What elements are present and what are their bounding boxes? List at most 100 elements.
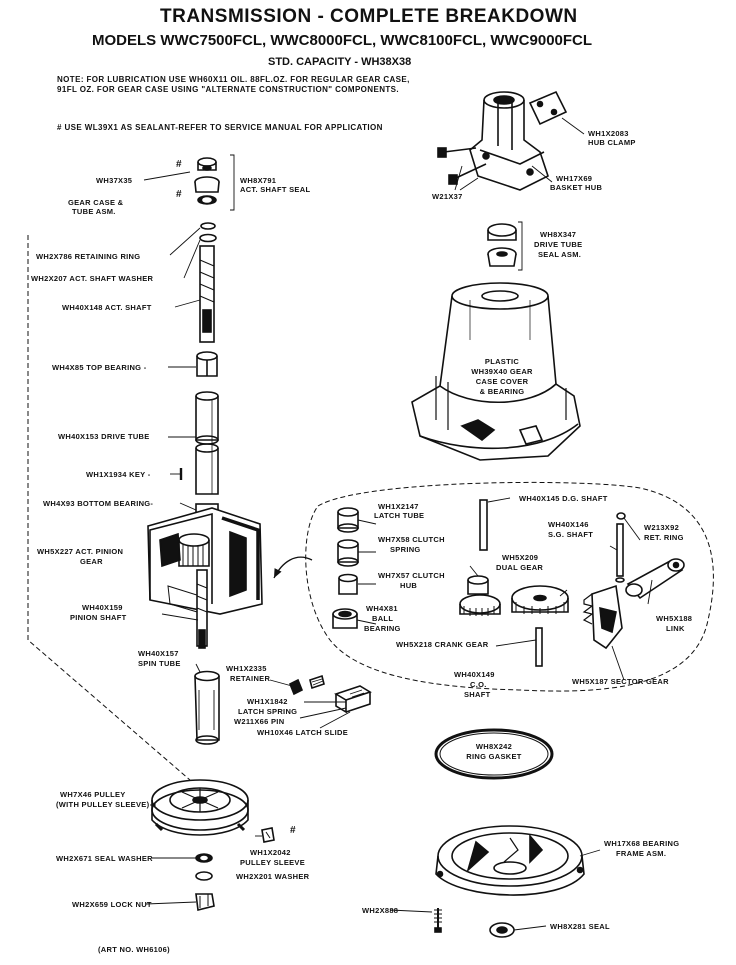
gear-case-cover-part — [411, 282, 581, 461]
ring-gasket-part — [434, 728, 554, 780]
seal-washer-part — [195, 853, 213, 863]
section-divider-left — [27, 235, 191, 781]
label-bearing-frame-num: WH17X68 BEARING — [604, 839, 680, 848]
basket-hub-part — [469, 91, 553, 191]
label-wh37x35: WH37X35 — [96, 176, 133, 185]
label-retainer-num: WH1X2335 — [226, 664, 267, 673]
label-pin: W211X66 PIN — [234, 717, 285, 726]
act-shaft-part — [199, 245, 215, 343]
label-wh8x791: WH8X791 — [240, 176, 277, 185]
label-act-pinion: WH5X227 ACT. PINION — [37, 547, 124, 556]
screws-part — [437, 147, 487, 191]
retainer-part — [288, 674, 325, 696]
label-clutch-spring-num: WH7X58 CLUTCH — [378, 535, 445, 544]
detail-arrow — [273, 556, 313, 579]
label-bearing-frame: FRAME ASM. — [616, 849, 667, 858]
label-act-shaft-seal: ACT. SHAFT SEAL — [240, 185, 311, 194]
act-shaft-seal-part — [194, 154, 235, 211]
label-sg-shaft-num: WH40X146 — [548, 520, 589, 529]
label-ball: BALL — [372, 614, 394, 623]
label-seal-281: WH8X281 SEAL — [550, 922, 610, 931]
label-plastic: PLASTIC — [484, 357, 520, 366]
hash-mark: # — [176, 159, 182, 170]
label-sg-shaft: S.G. SHAFT — [548, 530, 594, 539]
latch-slide-part — [334, 685, 372, 714]
label-washer-201: WH2X201 WASHER — [236, 872, 310, 881]
label-pinion-shaft-num: WH40X159 — [82, 603, 123, 612]
label-co-shaft: SHAFT — [464, 690, 491, 699]
label-drive-tube: DRIVE TUBE — [534, 240, 583, 249]
sg-shaft-part — [615, 512, 626, 583]
label-pulley: (WITH PULLEY SLEEVE) — [56, 800, 150, 809]
lubrication-note-2: 91FL OZ. FOR GEAR CASE USING "ALTERNATE … — [57, 85, 400, 94]
label-wh8x347: WH8X347 — [540, 230, 577, 239]
label-latch-spring-num: WH1X1842 — [247, 697, 288, 706]
sector-gear-part — [582, 584, 623, 650]
label-bearing: BEARING — [364, 624, 401, 633]
label-dg-shaft: WH40X145 D.G. SHAFT — [519, 494, 608, 503]
crank-gear-part — [511, 585, 569, 614]
detail-enclosure — [305, 481, 714, 692]
clutch-hub-part — [338, 573, 358, 595]
label-pulley-num: WH7X46 PULLEY — [60, 790, 126, 799]
label-spin-tube: SPIN TUBE — [138, 659, 181, 668]
pulley-part — [151, 779, 249, 836]
washer-part — [195, 871, 213, 881]
label-dual-gear: DUAL GEAR — [496, 563, 544, 572]
top-bearing-part — [196, 351, 218, 377]
label-link: LINK — [666, 624, 685, 633]
label-wh2x888: WH2X888 — [362, 906, 399, 915]
label-hub-clamp: HUB CLAMP — [588, 138, 636, 147]
dual-gear-part — [459, 575, 501, 616]
drive-tube-seal-part — [487, 221, 523, 271]
label-and-bearing: & BEARING — [479, 387, 525, 396]
label-crank-gear: WH5X218 CRANK GEAR — [396, 640, 489, 649]
label-retaining-ring: WH2X786 RETAINING RING — [36, 252, 141, 261]
dg-shaft-part — [479, 499, 488, 551]
label-w21x37: W21X37 — [432, 192, 463, 201]
label-ring-gasket-num: WH8X242 — [475, 742, 513, 751]
label-latch-tube-num: WH1X2147 — [378, 502, 419, 511]
label-pinion-shaft: PINION SHAFT — [70, 613, 127, 622]
label-ball-bearing-num: WH4X81 — [366, 604, 398, 613]
label-retainer: RETAINER — [230, 674, 271, 683]
leader-lines — [143, 171, 653, 931]
co-shaft-part — [535, 627, 543, 667]
models-heading: MODELS WWC7500FCL, WWC8000FCL, WWC8100FC… — [92, 32, 593, 49]
label-co: C.O. — [470, 680, 487, 689]
capacity-heading: STD. CAPACITY - WH38X38 — [268, 56, 412, 68]
label-key: WH1X1934 KEY - — [86, 470, 151, 479]
sealant-note: # USE WL39X1 AS SEALANT-REFER TO SERVICE… — [57, 123, 383, 132]
label-lock-nut: WH2X659 LOCK NUT — [72, 900, 152, 909]
label-co-shaft-num: WH40X149 — [454, 670, 495, 679]
hash-mark: # — [176, 189, 182, 200]
label-pulley-sleeve: PULLEY SLEEVE — [240, 858, 306, 867]
ball-bearing-part — [332, 608, 358, 629]
bearing-frame-part — [435, 825, 585, 896]
label-link-num: WH5X188 — [656, 614, 693, 623]
label-drive-tube-part: WH40X153 DRIVE TUBE — [58, 432, 150, 441]
pulley-sleeve-part — [261, 827, 275, 843]
drive-tube-part — [195, 391, 219, 495]
label-wh17x69: WH17X69 — [556, 174, 593, 183]
label-gear-case-cover: WH39X40 GEAR — [471, 367, 533, 376]
label-wh1x2083: WH1X2083 — [588, 129, 629, 138]
spin-tube-part — [194, 670, 220, 745]
label-bottom-bearing: WH4X93 BOTTOM BEARING- — [43, 499, 154, 508]
pinion-shaft-part — [196, 569, 208, 649]
label-case-cover: CASE COVER — [475, 377, 529, 386]
hash-mark: # — [290, 825, 296, 836]
label-ret-ring: RET. RING — [644, 533, 684, 542]
page-title: TRANSMISSION - COMPLETE BREAKDOWN — [160, 6, 578, 27]
label-act-shaft-washer: WH2X207 ACT. SHAFT WASHER — [31, 274, 154, 283]
lubrication-note-1: NOTE: FOR LUBRICATION USE WH60X11 OIL. 8… — [57, 75, 410, 84]
label-sector-gear: WH5X187 SECTOR GEAR — [572, 677, 669, 686]
label-clutch-hub-num: WH7X57 CLUTCH — [378, 571, 445, 580]
link-part — [625, 558, 685, 600]
label-latch-slide: WH10X46 LATCH SLIDE — [257, 728, 348, 737]
art-number: (ART NO. WH6106) — [98, 945, 170, 954]
label-clutch-hub: HUB — [400, 581, 418, 590]
label-clutch-spring: SPRING — [390, 545, 421, 554]
seal-281-part — [489, 922, 515, 938]
